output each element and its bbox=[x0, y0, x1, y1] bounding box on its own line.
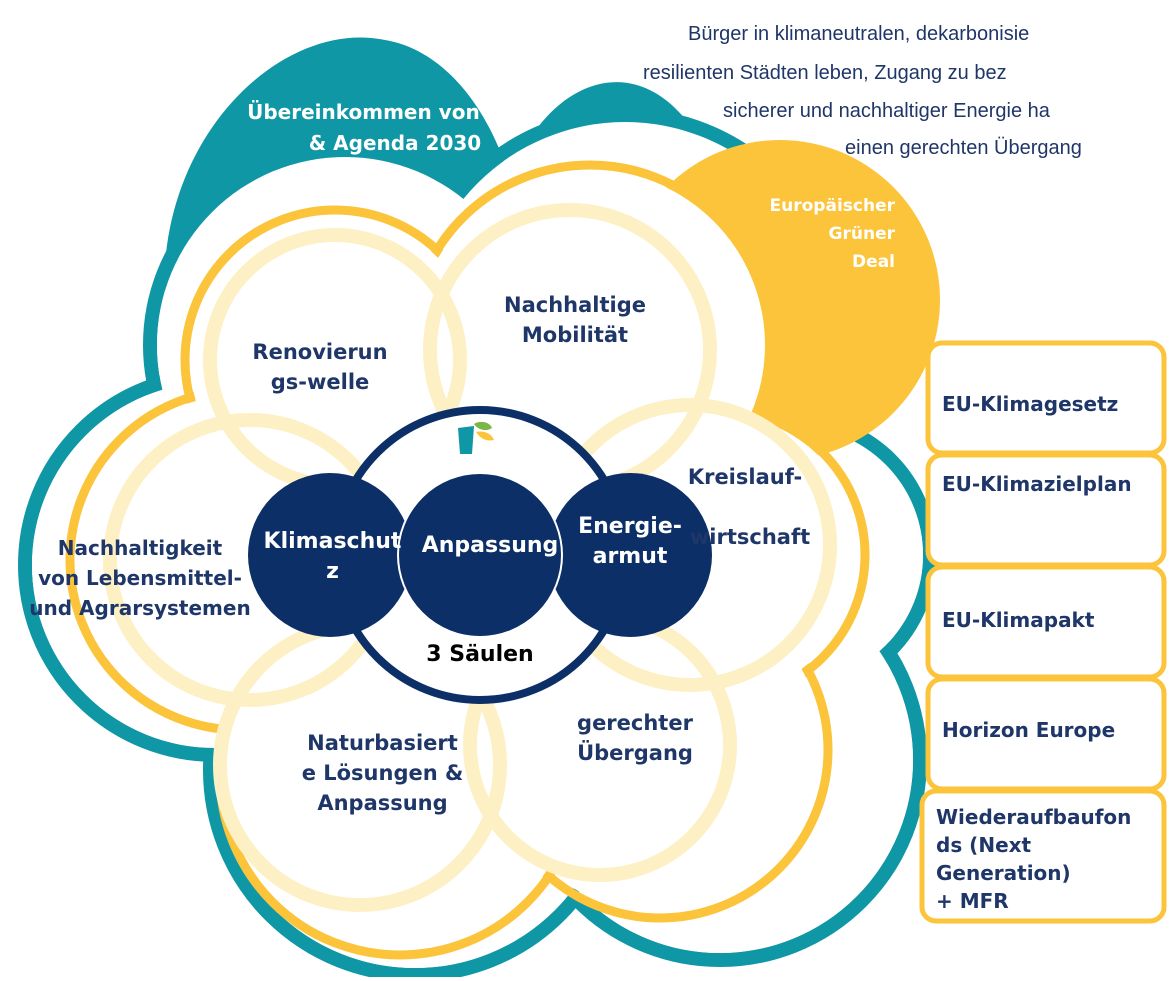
side-item-climate-pact: EU-Klimapakt bbox=[942, 608, 1095, 632]
pillar-energy-poverty: Energie- armut bbox=[578, 514, 682, 569]
pillars-caption: 3 Säulen bbox=[426, 642, 534, 667]
logo-icon bbox=[458, 421, 494, 454]
side-item-horizon-europe: Horizon Europe bbox=[942, 718, 1116, 742]
pillar-circle-3 bbox=[548, 473, 712, 637]
pillar-adaptation: Anpassung bbox=[421, 533, 559, 558]
topic-transition: gerechter Übergang bbox=[577, 711, 693, 765]
topic-renovation: Renovierun gs-welle bbox=[252, 340, 388, 394]
intro-line-4: einen gerechten Übergang bbox=[845, 137, 1082, 159]
side-list-box bbox=[919, 340, 1167, 924]
paris-agenda-label: Übereinkommen von Paris & Agenda 2030 bbox=[247, 100, 543, 155]
green-deal-label: Europäischer Grüner Deal bbox=[769, 196, 895, 272]
topic-mobility: Nachhaltige Mobilität bbox=[504, 293, 646, 347]
pillar-climate-protection: Klimaschut z bbox=[263, 529, 402, 584]
intro-line-2: resilienten Städten leben, Zugang zu bez bbox=[643, 62, 1007, 84]
side-item-recovery-fund: Wiederaufbaufon ds (Next Generation) + M… bbox=[936, 805, 1132, 913]
intro-line-3: sicherer und nachhaltiger Energie ha bbox=[723, 100, 1050, 122]
topic-circular-2: wirtschaft bbox=[689, 525, 811, 549]
topic-nature: Naturbasiert e Lösungen & Anpassung bbox=[301, 731, 464, 815]
side-item-climate-target-plan: EU-Klimazielplan bbox=[942, 472, 1132, 496]
side-item-climate-law: EU-Klimagesetz bbox=[942, 392, 1119, 416]
topic-food: Nachhaltigkeit von Lebensmittel- und Agr… bbox=[29, 536, 251, 620]
topic-circular-1: Kreislauf- bbox=[687, 465, 803, 489]
pillar-circle-2 bbox=[397, 472, 563, 638]
pillar-circle-1 bbox=[248, 473, 412, 637]
intro-line-1: Bürger in klimaneutralen, dekarbonisie bbox=[688, 23, 1030, 45]
